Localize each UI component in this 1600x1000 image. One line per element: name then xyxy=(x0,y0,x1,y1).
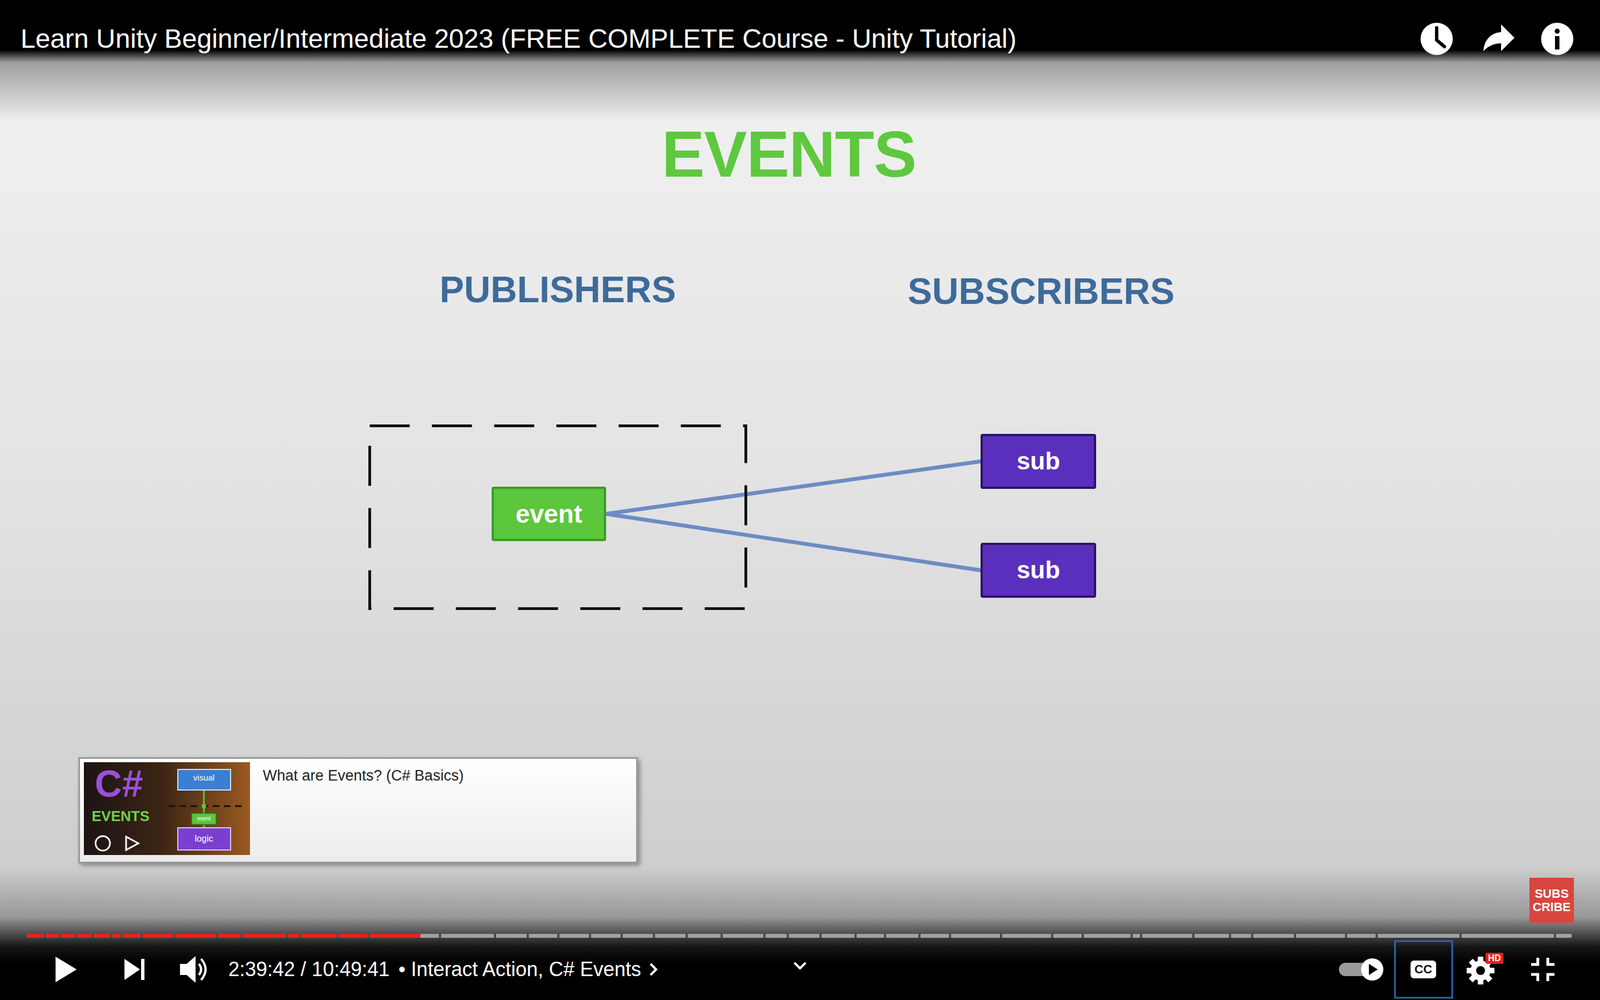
info-icon xyxy=(1541,22,1574,55)
share-icon xyxy=(1483,24,1515,52)
chapter-dropdown-icon xyxy=(794,962,806,969)
progress-bar xyxy=(26,933,1572,938)
watch-later-icon xyxy=(1420,22,1453,55)
connector-line xyxy=(606,461,981,515)
node-label: What are Events? (C# Basics) xyxy=(262,767,629,785)
time-display: 2:39:42 / 10:49:41 xyxy=(228,957,390,981)
thumbnail-text: EVENTS xyxy=(91,808,150,825)
focus-outline xyxy=(1395,941,1453,998)
exit-fullscreen-icon xyxy=(1531,957,1555,982)
event-box: event xyxy=(491,486,607,542)
column-heading: SUBSCRIBERS xyxy=(907,270,1175,313)
hd-badge: HD xyxy=(1485,952,1503,964)
volume-icon xyxy=(180,956,206,983)
thumbnail-box-text: logic xyxy=(195,833,214,844)
chapter-title: • Interact Action, C# Events xyxy=(398,957,642,981)
node-label: PUBLISHERS xyxy=(439,268,676,312)
thumbnail-text: C# xyxy=(95,761,144,805)
top-shade xyxy=(0,0,1600,128)
diagram-title: EVENTS xyxy=(661,117,917,192)
captions-button: CC xyxy=(1410,960,1437,979)
video-title: Learn Unity Beginner/Intermediate 2023 (… xyxy=(20,23,1017,54)
publisher-group: PUBLISHERSevent xyxy=(368,424,748,610)
subscribe-button: SUBS CRIBE xyxy=(1529,877,1574,923)
autoplay-toggle xyxy=(1338,958,1384,981)
node-label: event xyxy=(515,499,583,529)
node-label: sub xyxy=(1016,556,1060,585)
chapter-chevron xyxy=(646,958,660,981)
node-label: sub xyxy=(1016,447,1060,476)
thumbnail-box-text: event xyxy=(197,815,211,823)
subscriber-box: sub xyxy=(980,433,1097,489)
thumbnail-box-text: visual xyxy=(193,772,215,783)
play-icon xyxy=(55,956,77,983)
connector-line xyxy=(606,513,981,571)
next-icon xyxy=(124,958,145,980)
subscriber-box: sub xyxy=(980,542,1097,598)
